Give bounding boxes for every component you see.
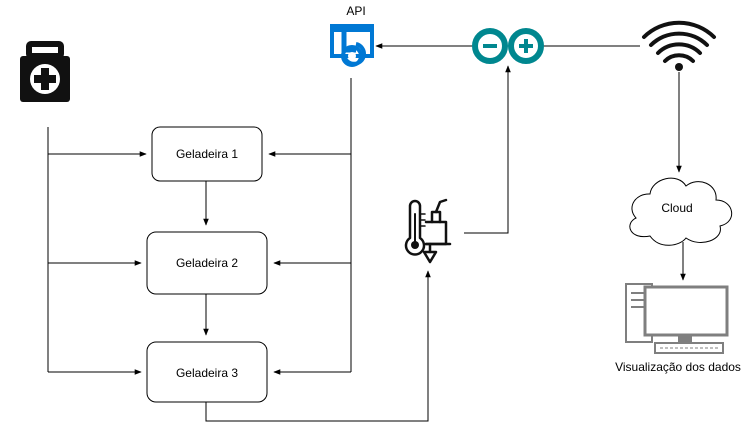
geladeira-3-node: Geladeira 3 <box>146 341 268 403</box>
api-icon <box>330 24 374 67</box>
wifi-icon <box>642 20 716 71</box>
api-label: API <box>346 4 365 18</box>
geladeira-1-node: Geladeira 1 <box>151 126 263 182</box>
computer-icon <box>625 283 729 354</box>
geladeira-1-label: Geladeira 1 <box>176 147 238 161</box>
medical-kit-icon <box>20 41 70 102</box>
visualizacao-label: Visualização dos dados <box>615 360 741 374</box>
sensor-to-arduino-arrow <box>464 65 511 234</box>
temperature-sensor-icon <box>404 198 452 264</box>
arduino-icon <box>472 28 544 64</box>
geladeira-2-label: Geladeira 2 <box>176 256 238 270</box>
geladeira-3-to-sensor-arrow <box>205 270 431 422</box>
cloud-node: Cloud <box>629 177 732 246</box>
cloud-label: Cloud <box>661 201 692 215</box>
geladeira-2-node: Geladeira 2 <box>146 231 268 295</box>
geladeira-3-label: Geladeira 3 <box>176 366 238 380</box>
